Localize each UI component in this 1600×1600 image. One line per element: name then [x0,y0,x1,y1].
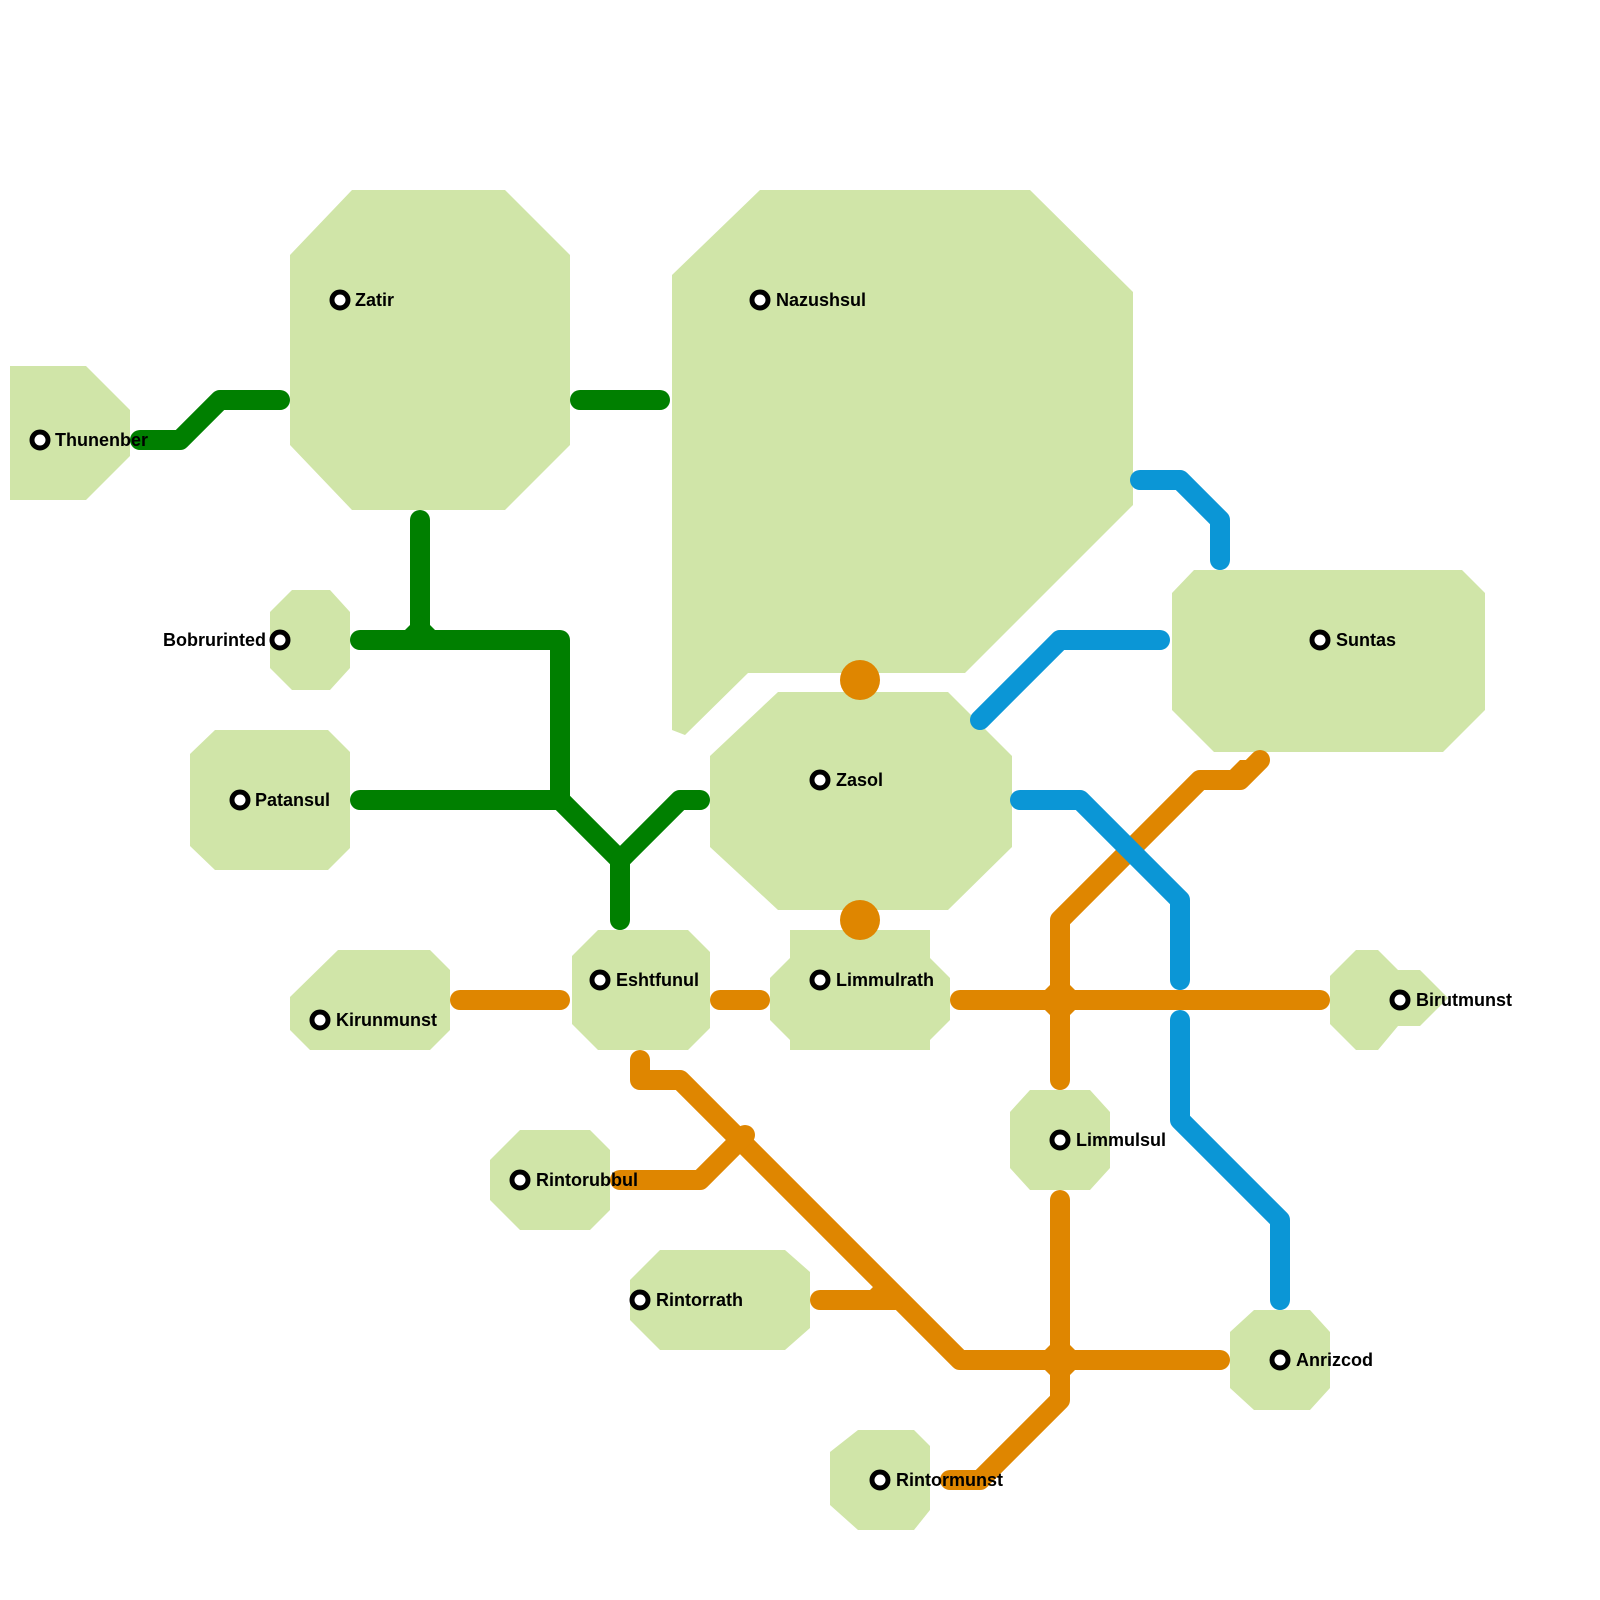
station-birutmunst[interactable]: Birutmunst [1389,989,1512,1011]
station-marker-icon[interactable] [329,289,351,311]
station-marker-icon[interactable] [269,629,291,651]
orange-line-segment-limmulsul-south[interactable] [940,1190,1070,1490]
blue-line-segment-zasol-south[interactable] [1010,790,1190,990]
station-marker-icon[interactable] [809,769,831,791]
orange-junction-limmulrath [1035,975,1085,1025]
station-label: Thunenber [55,430,148,450]
station-label: Patansul [255,790,330,810]
station-label: Limmulsul [1076,1130,1166,1150]
orange-line-segment-rintorubbul[interactable] [610,1125,755,1190]
station-patansul[interactable]: Patansul [229,789,330,811]
stations: Thunenber Zatir Nazushsul Bobrurinted Pa… [29,289,1512,1491]
station-marker-icon[interactable] [309,1009,331,1031]
station-label: Zatir [355,290,394,310]
region-kirunmunst [290,950,450,1050]
station-marker-icon[interactable] [229,789,251,811]
station-anrizcod[interactable]: Anrizcod [1269,1349,1373,1371]
region-thunenber [10,366,130,500]
station-label: Kirunmunst [336,1010,437,1030]
region-suntas [1172,570,1485,752]
station-rintorrath[interactable]: Rintorrath [629,1289,743,1311]
green-junction-zatir [395,615,445,640]
region-zasol [710,692,1012,910]
station-marker-icon[interactable] [29,429,51,451]
orange-transfer-dot-zasol-bottom[interactable] [840,900,880,940]
green-line-segment-thunenber-zatir[interactable] [130,390,290,450]
orange-junction-rintorrath [860,1280,895,1300]
station-marker-icon[interactable] [749,289,771,311]
region-nazushsul [672,190,1133,735]
station-marker-icon[interactable] [589,969,611,991]
region-limmulrath [770,930,950,1050]
station-label: Rintormunst [896,1470,1003,1490]
station-rintorubbul[interactable]: Rintorubbul [509,1169,638,1191]
station-marker-icon[interactable] [1269,1349,1291,1371]
station-label: Suntas [1336,630,1396,650]
station-thunenber[interactable]: Thunenber [29,429,148,451]
blue-line-segment-anrizcod[interactable] [1170,1010,1290,1310]
station-marker-icon[interactable] [809,969,831,991]
station-nazushsul[interactable]: Nazushsul [749,289,866,311]
station-marker-icon[interactable] [869,1469,891,1491]
region-birutmunst [1330,950,1448,1050]
region-rintorrath [630,1250,810,1350]
regions [10,190,1485,1530]
orange-transfer-dot-zasol-top[interactable] [840,660,880,700]
region-rintorubbul [490,1130,610,1230]
station-label: Nazushsul [776,290,866,310]
station-marker-icon[interactable] [509,1169,531,1191]
blue-line-segment-zasol-suntas[interactable] [970,630,1170,730]
lines [130,390,1330,1490]
blue-line-segment-nazushsul-suntas[interactable] [1130,470,1230,570]
region-eshtfunul [572,930,710,1050]
green-line-segment-bobrurinted[interactable] [350,630,630,930]
station-eshtfunul[interactable]: Eshtfunul [589,969,699,991]
orange-junction-suntas [1220,760,1265,785]
region-zatir [290,190,570,510]
orange-junction-anrizcod [1035,1335,1085,1385]
station-limmulrath[interactable]: Limmulrath [809,969,934,991]
station-label: Eshtfunul [616,970,699,990]
station-label: Anrizcod [1296,1350,1373,1370]
station-label: Limmulrath [836,970,934,990]
station-label: Rintorrath [656,1290,743,1310]
station-marker-icon[interactable] [1389,989,1411,1011]
station-marker-icon[interactable] [1309,629,1331,651]
station-zasol[interactable]: Zasol [809,769,883,791]
station-marker-icon[interactable] [1049,1129,1071,1151]
green-line-segment-zasol[interactable] [610,790,710,870]
region-patansul [190,730,350,870]
station-bobrurinted[interactable]: Bobrurinted [163,629,291,651]
station-kirunmunst[interactable]: Kirunmunst [309,1009,437,1031]
station-label: Rintorubbul [536,1170,638,1190]
station-label: Bobrurinted [163,630,266,650]
station-marker-icon[interactable] [629,1289,651,1311]
station-limmulsul[interactable]: Limmulsul [1049,1129,1166,1151]
station-label: Zasol [836,770,883,790]
station-suntas[interactable]: Suntas [1309,629,1396,651]
station-zatir[interactable]: Zatir [329,289,394,311]
station-label: Birutmunst [1416,990,1512,1010]
station-rintormunst[interactable]: Rintormunst [869,1469,1003,1491]
region-bobrurinted [270,590,350,690]
